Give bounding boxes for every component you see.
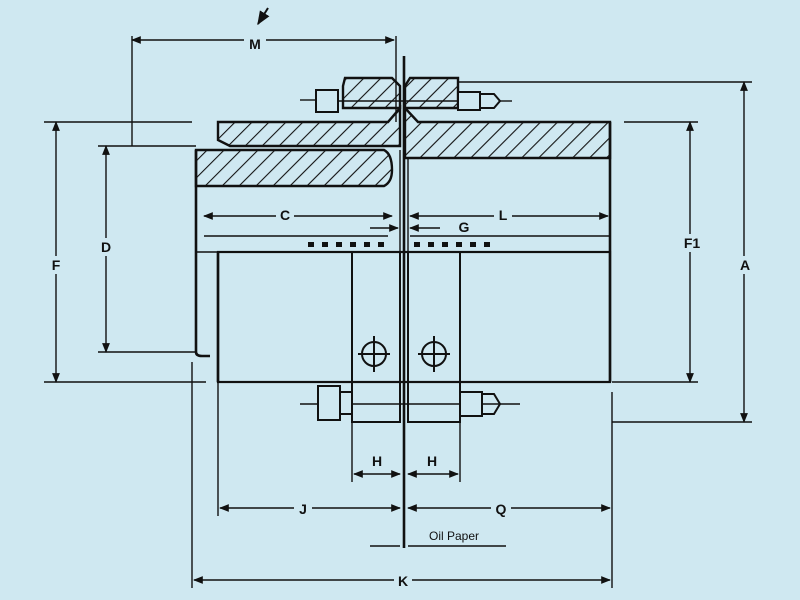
label-C: C — [280, 207, 290, 223]
label-F: F — [52, 257, 61, 273]
label-oil-paper: Oil Paper — [429, 529, 479, 543]
label-J: J — [299, 501, 307, 517]
dimension-labels: M A F1 F D C L G H H J Q Oil Paper K — [48, 34, 754, 590]
dimension-H — [351, 422, 461, 482]
seal-dots — [308, 242, 490, 247]
label-G: G — [459, 219, 470, 235]
dimension-J-Q — [217, 382, 613, 588]
center-bolt-symbols — [358, 336, 450, 372]
label-F1: F1 — [684, 235, 701, 251]
label-H-right: H — [427, 453, 437, 469]
label-D: D — [101, 239, 111, 255]
label-K: K — [398, 573, 408, 589]
dimension-A — [458, 81, 752, 423]
label-L: L — [499, 207, 508, 223]
left-hub-section — [194, 148, 394, 188]
top-bolt-icon — [300, 89, 512, 113]
dimension-F — [44, 121, 206, 383]
label-H-left: H — [372, 453, 382, 469]
label-Q: Q — [496, 501, 507, 517]
label-A: A — [740, 257, 750, 273]
top-bolt-cap — [341, 76, 460, 110]
bottom-bolt-icon — [300, 385, 520, 421]
right-sleeve-flange — [403, 104, 612, 160]
label-M: M — [249, 36, 261, 52]
left-sleeve-flange — [216, 104, 402, 148]
center-flanges — [351, 36, 461, 548]
